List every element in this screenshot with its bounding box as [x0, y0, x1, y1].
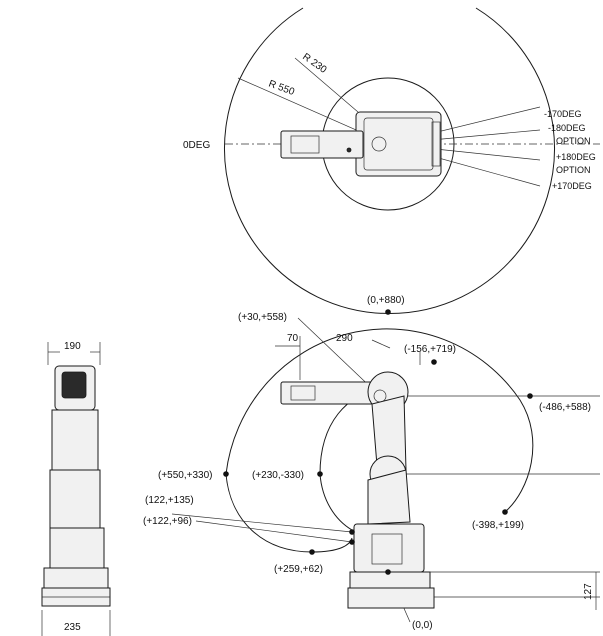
side-view: 70 290 127 (0,+880) (+30,+558) (-156,+71… — [143, 295, 600, 631]
label-122-96: (+122,+96) — [143, 516, 192, 527]
side-base — [353, 523, 425, 573]
leader-122-96 — [195, 520, 353, 543]
side-foot — [347, 587, 435, 609]
label-origin: (0,0) — [412, 620, 433, 631]
leader-122-135 — [171, 513, 353, 533]
side-base-panel — [371, 533, 403, 565]
label-550-330: (+550,+330) — [158, 470, 213, 481]
pt-550-330 — [223, 471, 229, 477]
label-486-588: (-486,+588) — [539, 402, 591, 413]
radius-outer-label: R 550 — [267, 78, 296, 98]
label-top: (0,+880) — [367, 295, 405, 306]
label-122-135: (122,+135) — [145, 495, 194, 506]
side-pedestal — [349, 571, 431, 589]
robot-top-wrist — [290, 135, 320, 154]
front-view: 190 235 — [41, 341, 111, 636]
front-upper-arm — [51, 409, 99, 471]
label-259-62: (+259,+62) — [274, 564, 323, 575]
pt-122-135 — [349, 529, 355, 535]
front-pedestal — [43, 567, 109, 589]
angle-label-5: OPTION — [556, 165, 591, 175]
front-width-label: 190 — [64, 341, 81, 352]
label-398-199: (-398,+199) — [472, 520, 524, 531]
pt-156-719 — [431, 359, 437, 365]
pt-230-330 — [317, 471, 323, 477]
side-inner-lower-envelope — [319, 473, 353, 531]
pt-origin — [385, 569, 391, 575]
robot-top-inner — [363, 117, 434, 171]
radius-230-leader — [294, 57, 359, 113]
label-30-558: (+30,+558) — [238, 312, 287, 323]
top-view: R 230 R 550 0DEG -170DEG -180DEG OPTION … — [183, 7, 600, 315]
dim-290-line — [371, 339, 391, 349]
side-forearm — [280, 381, 374, 405]
angle-label-6: +170DEG — [552, 181, 592, 191]
angle-label-4: +180DEG — [556, 152, 596, 162]
front-wrist-flange — [61, 371, 87, 399]
robot-top-joint — [371, 136, 387, 152]
pt-122-96 — [349, 539, 355, 545]
angle-zero-label: 0DEG — [183, 140, 210, 151]
side-shoulder-housing — [367, 469, 411, 525]
side-tool-flange — [290, 385, 316, 401]
dim-127-label: 127 — [583, 583, 594, 600]
dim-290-label: 290 — [336, 333, 353, 344]
pt-259-62 — [309, 549, 315, 555]
robot-top-arm — [280, 130, 364, 159]
front-base-width-label: 235 — [64, 622, 81, 633]
pt-398-199 — [502, 509, 508, 515]
pt-top — [385, 309, 391, 315]
dim-70-label: 70 — [287, 333, 299, 344]
robot-top-body — [355, 111, 442, 177]
angle-label-3: OPTION — [556, 136, 591, 146]
robot-top-back — [431, 121, 441, 167]
side-outer-envelope — [225, 328, 534, 513]
label-156-719: (-156,+719) — [404, 344, 456, 355]
robot-top-bolt — [346, 147, 352, 153]
label-230-330: (+230,-330) — [252, 470, 304, 481]
angle-label-2: -180DEG — [548, 123, 586, 133]
angle-label-1: -170DEG — [544, 109, 582, 119]
front-base — [49, 527, 105, 569]
radius-inner-label: R 230 — [300, 51, 329, 76]
side-lower-envelope — [225, 473, 353, 553]
front-lower-arm — [49, 469, 101, 529]
pt-486-588 — [527, 393, 533, 399]
